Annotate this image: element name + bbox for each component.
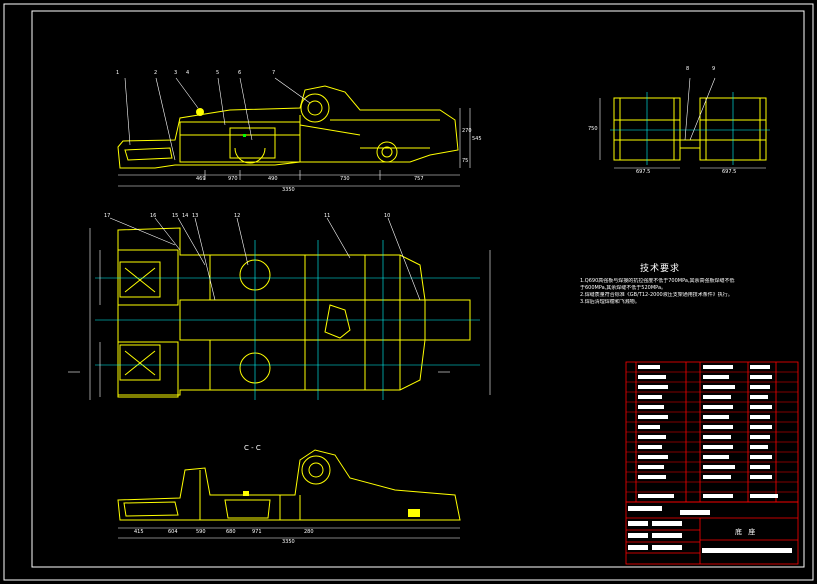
part-number-label: 2 [154, 70, 158, 76]
dimension-label: 3350 [282, 539, 295, 545]
part-number-label: 12 [234, 213, 241, 219]
part-number-label: 5 [216, 70, 220, 76]
plan-view [117, 227, 471, 398]
dimension-label: 490 [268, 176, 278, 182]
part-number-label: 11 [324, 213, 331, 219]
title-block [625, 501, 799, 565]
part-number-label: 4 [186, 70, 190, 76]
dimension-label: 270 [462, 128, 472, 134]
plan-dims [68, 217, 491, 400]
dimension-label: 730 [340, 176, 350, 182]
elevation-fill [196, 108, 246, 137]
dimension-label: 697.5 [636, 169, 651, 175]
section-fill [243, 491, 420, 517]
dimension-label: 545 [472, 136, 482, 142]
parts-list-cell-text [638, 365, 778, 498]
side-view-centerlines [610, 92, 770, 165]
dimension-label: 750 [588, 126, 598, 132]
inner-frame [31, 10, 805, 568]
part-number-label: 8 [686, 66, 690, 72]
technical-requirements-list: 1.Q690高强板与焊接的抗拉强度不低于700MPa,其余高强板焊缝不低 于60… [580, 278, 790, 306]
tech-req-line: 1.Q690高强板与焊接的抗拉强度不低于700MPa,其余高强板焊缝不低 [580, 278, 735, 284]
title-block-text [628, 506, 792, 553]
section-dims [118, 527, 460, 539]
dimension-label: 971 [252, 529, 262, 535]
part-number-label: 10 [384, 213, 391, 219]
part-number-label: 7 [272, 70, 276, 76]
side-view-dims [599, 77, 766, 169]
dimension-label: 757 [414, 176, 424, 182]
part-number-label: 6 [238, 70, 242, 76]
tech-req-line: 3.焊后清理焊瘤和飞溅物。 [580, 299, 640, 305]
dimension-label: 970 [228, 176, 238, 182]
dimension-label: 280 [304, 529, 314, 535]
part-number-label: 15 [172, 213, 179, 219]
part-number-label: 9 [712, 66, 716, 72]
dimension-label: 415 [134, 529, 144, 535]
dimension-label: 469 [196, 176, 206, 182]
dimension-label: 590 [196, 529, 206, 535]
part-number-label: 13 [192, 213, 199, 219]
dimension-label: 604 [168, 529, 178, 535]
outer-frame [3, 3, 814, 581]
tech-req-line: 2.焊缝质量符合标准《GB/T12-2000液压支架通用技术条件》执行。 [580, 292, 733, 298]
section-label: C - C [244, 444, 261, 452]
part-number-label: 17 [104, 213, 111, 219]
dimension-label: 680 [226, 529, 236, 535]
part-number-label: 16 [150, 213, 157, 219]
elevation-dims [118, 77, 471, 187]
dimension-label: 3350 [282, 187, 295, 193]
parts-list-rows [626, 371, 798, 493]
drawing-name: 底 座 [735, 528, 758, 536]
dimension-label: 697.5 [722, 169, 737, 175]
plan-centerlines [95, 240, 480, 400]
technical-requirements-title: 技术要求 [640, 264, 681, 274]
tech-req-line: 于600MPa,其余焊缝不低于520MPa。 [580, 285, 667, 291]
part-number-label: 1 [116, 70, 120, 76]
part-number-label: 14 [182, 213, 189, 219]
side-view [613, 97, 767, 161]
dimension-label: 75 [462, 158, 469, 164]
elevation-view [117, 85, 459, 169]
part-number-label: 3 [174, 70, 178, 76]
section-view [117, 449, 461, 521]
